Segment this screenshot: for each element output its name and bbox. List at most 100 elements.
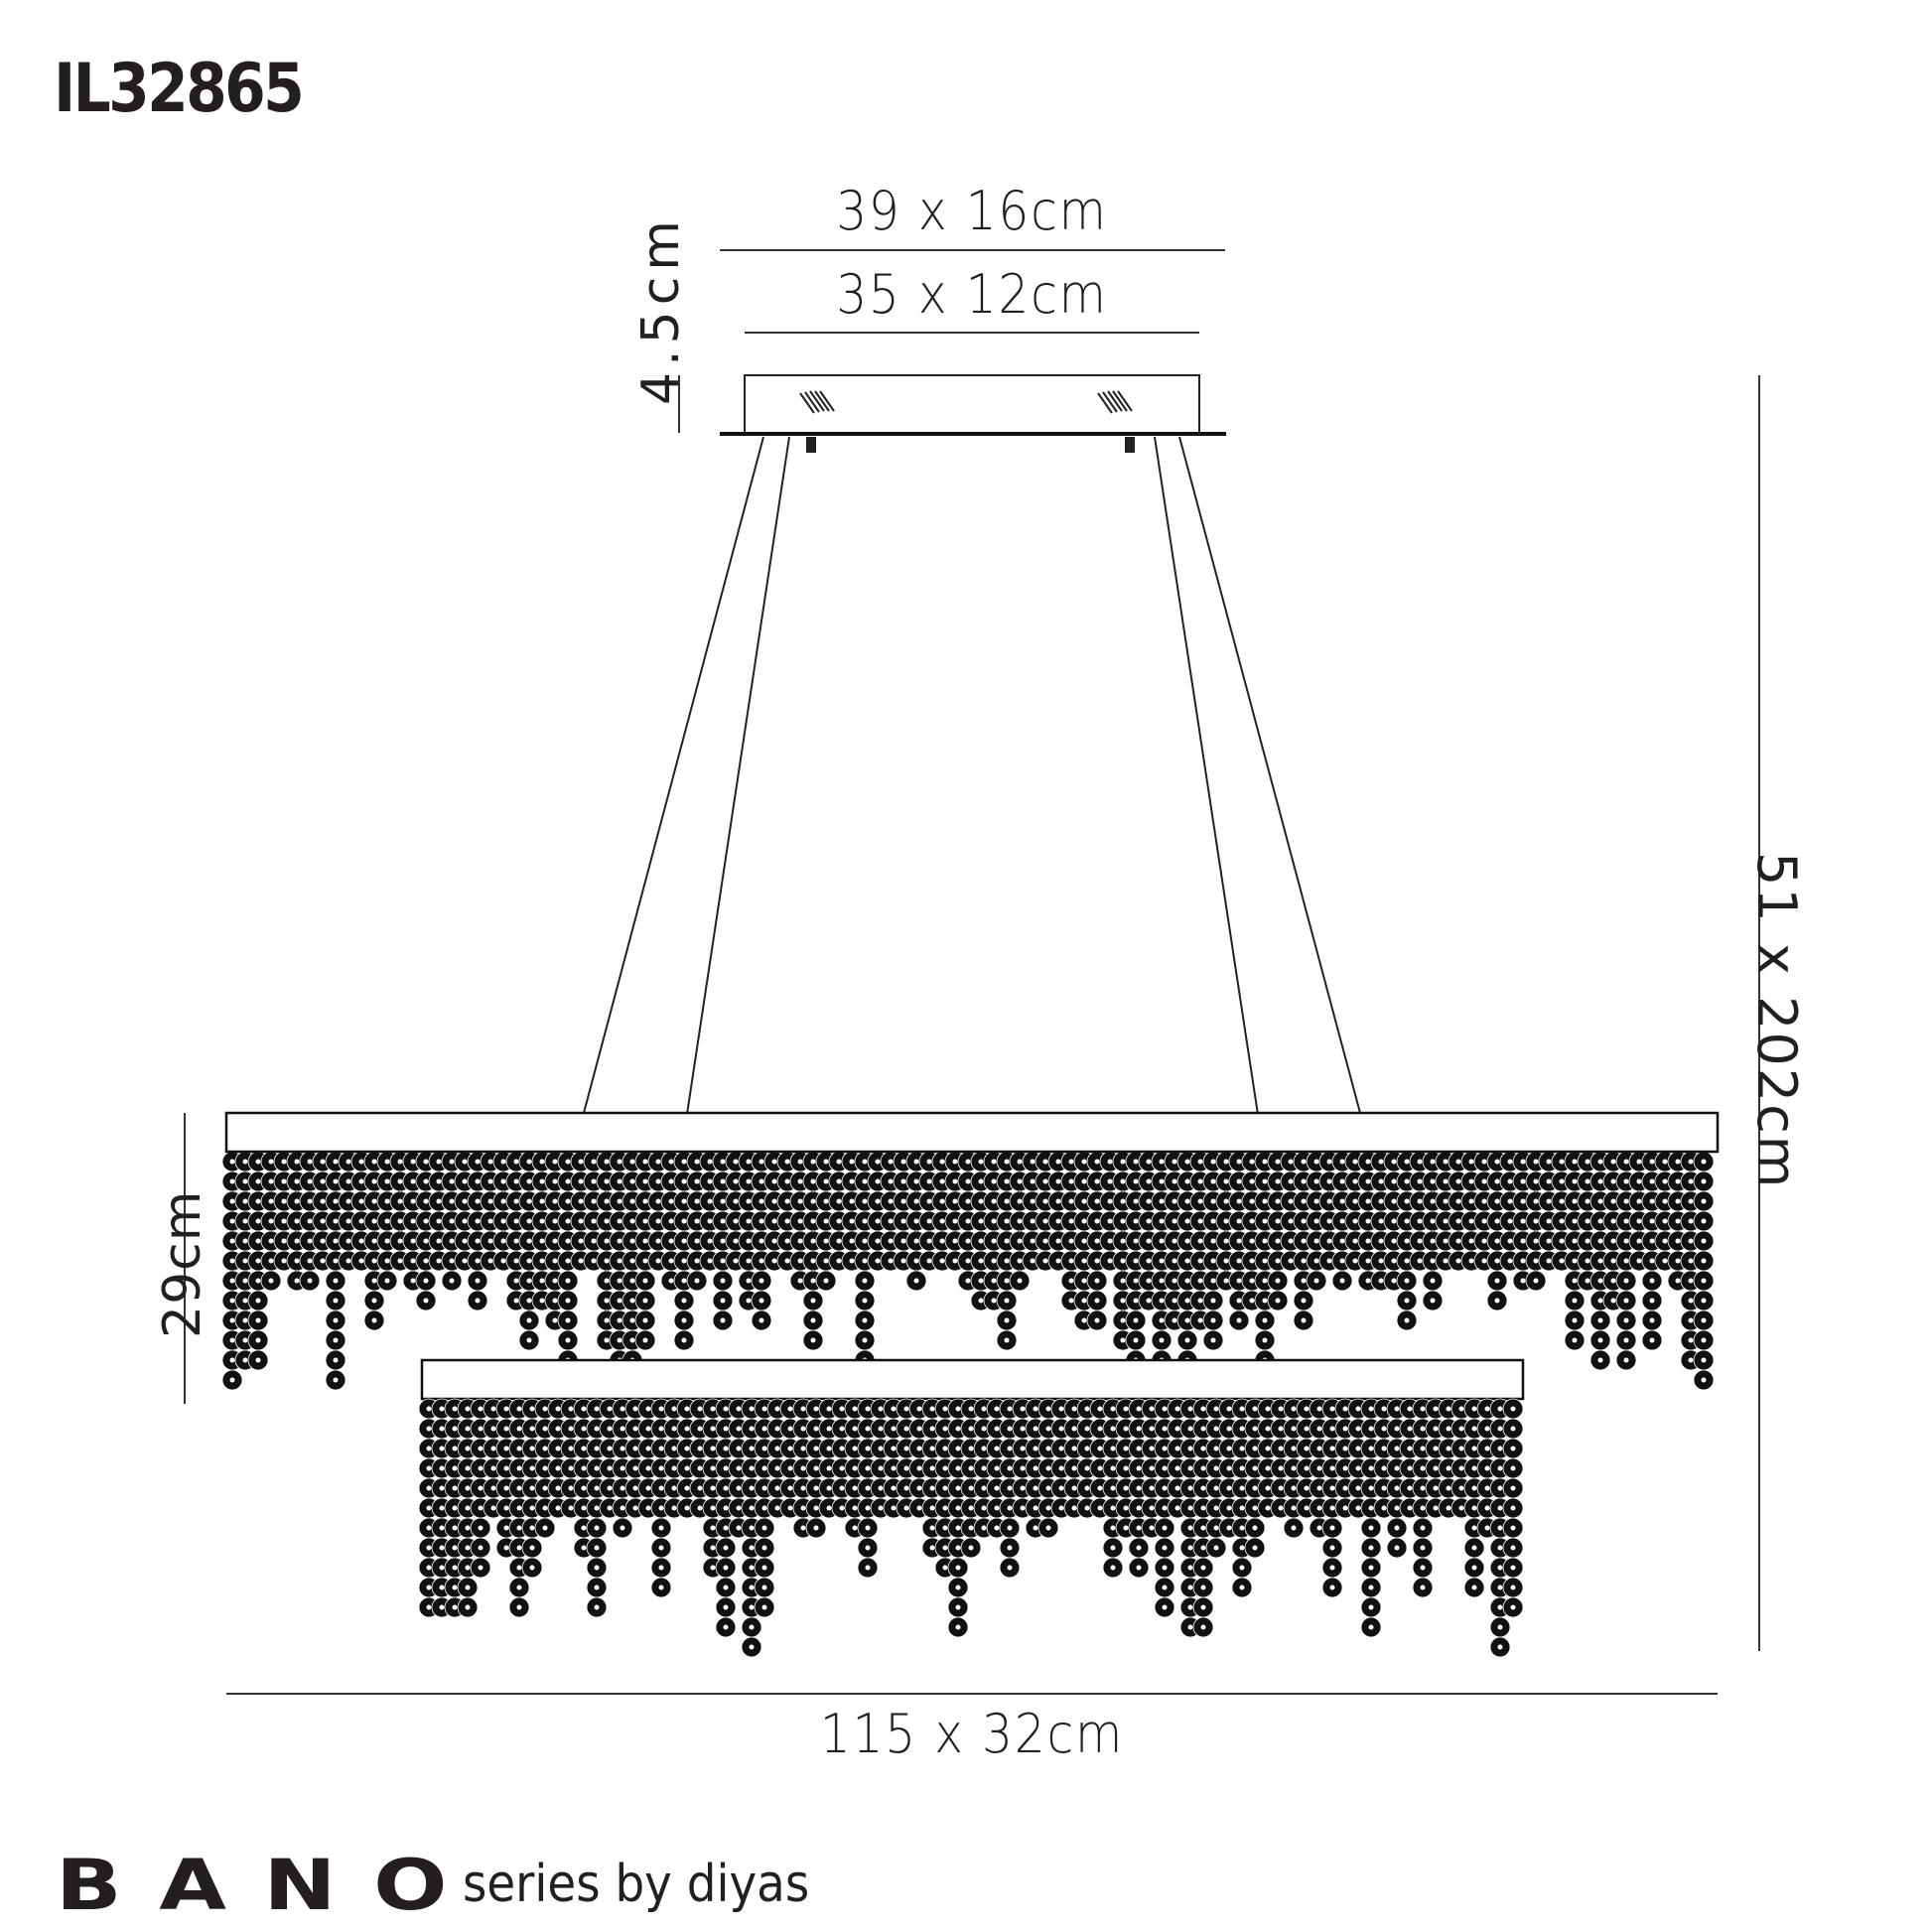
crystal-facet: [1391, 1258, 1397, 1264]
crystal-facet: [1443, 1159, 1449, 1165]
crystal-facet: [1394, 1426, 1400, 1432]
crystal-facet: [1172, 1198, 1177, 1204]
crystal-facet: [1058, 1485, 1064, 1491]
crystal-facet: [771, 1198, 777, 1204]
crystal-facet: [1149, 1465, 1155, 1471]
crystal-facet: [1507, 1178, 1513, 1184]
crystal-facet: [681, 1337, 687, 1343]
crystal-facet: [1494, 1218, 1500, 1224]
crystal-facet: [1533, 1178, 1539, 1184]
crystal-facet: [759, 1178, 764, 1184]
crystal-facet: [1433, 1465, 1439, 1471]
crystal-facet: [1084, 1505, 1090, 1511]
crystal-facet: [723, 1525, 729, 1531]
crystal-facet: [1187, 1525, 1193, 1531]
crystal-facet: [991, 1159, 997, 1165]
crystal-facet: [1458, 1426, 1464, 1432]
crystal-facet: [888, 1159, 894, 1165]
crystal-facet: [1033, 1426, 1038, 1432]
crystal-facet: [955, 1525, 961, 1531]
crystal-facet: [1184, 1218, 1190, 1224]
crystal-facet: [720, 1238, 726, 1244]
crystal-facet: [1136, 1505, 1142, 1511]
crystal-facet: [697, 1446, 703, 1451]
crystal-facet: [1649, 1337, 1655, 1343]
crystal-facet: [1097, 1465, 1103, 1471]
crystal-facet: [1446, 1446, 1451, 1451]
crystal-facet: [1494, 1178, 1500, 1184]
crystal-facet: [723, 1565, 729, 1571]
crystal-facet: [968, 1446, 974, 1451]
crystal-facet: [1636, 1238, 1642, 1244]
crystal-facet: [1042, 1198, 1048, 1204]
crystal-facet: [942, 1426, 948, 1432]
crystal-facet: [1223, 1178, 1229, 1184]
upper-frame: [224, 1111, 1720, 1154]
crystal-facet: [1030, 1258, 1035, 1264]
crystal-facet: [710, 1446, 716, 1451]
crystal-facet: [565, 1278, 571, 1284]
crystal-facet: [503, 1465, 509, 1471]
crystal-facet: [926, 1198, 932, 1204]
crystal-facet: [1042, 1258, 1048, 1264]
crystal-facet: [1097, 1505, 1103, 1511]
crystal-facet: [1510, 1406, 1516, 1412]
crystal-facet: [465, 1585, 471, 1590]
crystal-facet: [1430, 1178, 1436, 1184]
crystal-facet: [1120, 1218, 1126, 1224]
crystal-facet: [1081, 1317, 1087, 1323]
crystal-facet: [229, 1159, 235, 1165]
crystal-facet: [749, 1485, 755, 1491]
crystal-facet: [955, 1624, 961, 1630]
crystal-facet: [684, 1426, 690, 1432]
crystal-facet: [926, 1159, 932, 1165]
crystal-facet: [452, 1545, 458, 1551]
crystal-facet: [1559, 1159, 1565, 1165]
crystal-facet: [1239, 1585, 1245, 1590]
crystal-facet: [1094, 1298, 1100, 1304]
crystal-facet: [516, 1465, 522, 1471]
crystal-facet: [229, 1198, 235, 1204]
crystal-facet: [784, 1159, 790, 1165]
crystal-facet: [968, 1505, 974, 1511]
crystal-facet: [939, 1198, 945, 1204]
crystal-facet: [955, 1465, 961, 1471]
crystal-facet: [475, 1198, 481, 1204]
crystal-facet: [733, 1178, 739, 1184]
crystal-facet: [826, 1426, 832, 1432]
crystal-facet: [1136, 1565, 1142, 1571]
crystal-facet: [452, 1465, 458, 1471]
crystal-facet: [1017, 1178, 1023, 1184]
crystal-facet: [707, 1198, 713, 1204]
crystal-facet: [526, 1218, 532, 1224]
crystal-facet: [268, 1278, 274, 1284]
crystal-facet: [759, 1317, 764, 1323]
crystal-facet: [1094, 1317, 1100, 1323]
upper-crystal-drops: [221, 1151, 1715, 1391]
crystal-facet: [929, 1426, 935, 1432]
crystal-facet: [1223, 1278, 1229, 1284]
crystal-facet: [542, 1426, 548, 1432]
crystal-facet: [229, 1218, 235, 1224]
crystal-facet: [552, 1278, 558, 1284]
crystal-facet: [978, 1278, 984, 1284]
crystal-facet: [1042, 1178, 1048, 1184]
crystal-facet: [1339, 1238, 1345, 1244]
crystal-facet: [823, 1178, 829, 1184]
crystal-facet: [629, 1159, 635, 1165]
crystal-facet: [617, 1317, 622, 1323]
crystal-facet: [1133, 1298, 1139, 1304]
crystal-facet: [1120, 1258, 1126, 1264]
crystal-facet: [1123, 1485, 1129, 1491]
crystal-facet: [516, 1604, 522, 1610]
crystal-facet: [242, 1238, 248, 1244]
crystal-facet: [774, 1485, 780, 1491]
crystal-facet: [462, 1159, 468, 1165]
crystal-facet: [1045, 1446, 1051, 1451]
crystal-facet: [865, 1565, 871, 1571]
crystal-facet: [1288, 1198, 1294, 1204]
crystal-facet: [617, 1178, 622, 1184]
crystal-facet: [968, 1465, 974, 1471]
crystal-facet: [1094, 1258, 1100, 1264]
crystal-facet: [1484, 1465, 1490, 1471]
